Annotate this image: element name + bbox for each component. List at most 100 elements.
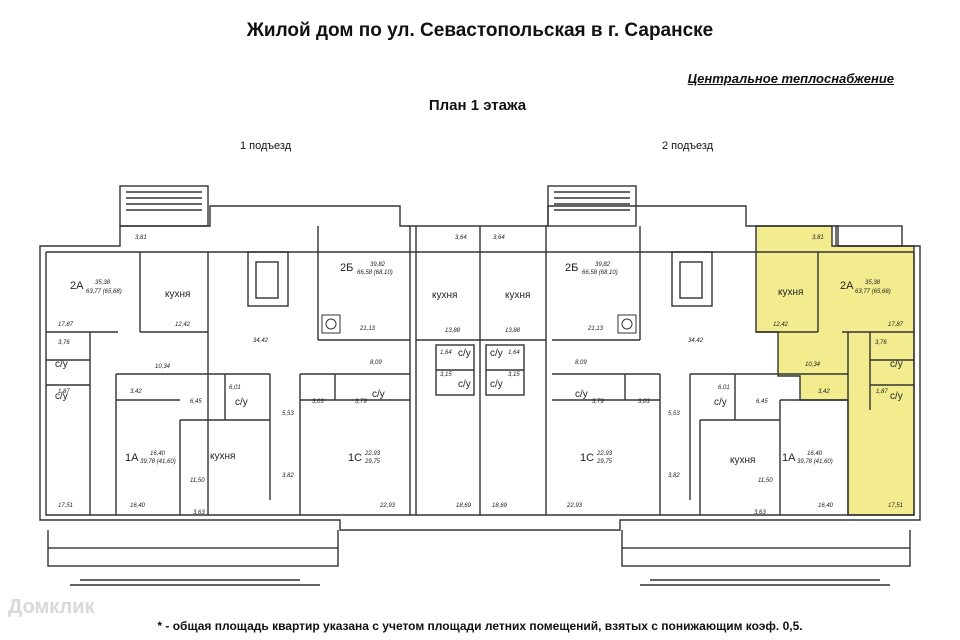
dim-label: 34,42 [253, 338, 269, 344]
living-area: 16,40 [150, 451, 166, 457]
dim-label: 8,09 [575, 360, 587, 366]
dim-label: 5,53 [282, 411, 294, 417]
total-area: 39,78 (41,60) [140, 459, 176, 465]
dim-label: 16,40 [130, 503, 146, 509]
dim-label: 1,64 [440, 350, 452, 356]
apartment-type: 2А [70, 280, 84, 292]
dim-label: 3,63 [754, 510, 766, 516]
dim-label: 6,45 [756, 399, 768, 405]
watermark-logo: Домклик [8, 596, 95, 618]
dim-label: 3,15 [508, 372, 520, 378]
dim-label: 1,87 [876, 389, 888, 395]
heating-type: Центральное теплоснабжение [687, 71, 894, 86]
room-bathroom: с/у [55, 391, 68, 402]
living-area: 22,93 [364, 451, 381, 457]
dim-label: 22,93 [379, 503, 396, 509]
total-area: 63,77 (65,68) [855, 289, 891, 295]
room-kitchen: кухня [432, 290, 457, 301]
apartment-type: 2Б [340, 262, 353, 274]
dim-label: 17,87 [58, 322, 74, 328]
total-area: 29,75 [364, 459, 381, 465]
room-bathroom: с/у [490, 379, 503, 390]
floor-plan-title: План 1 этажа [428, 97, 527, 114]
dim-label: 22,93 [566, 503, 583, 509]
dim-label: 10,34 [805, 362, 821, 368]
total-area: 39,78 (41,60) [797, 459, 833, 465]
dim-label: 1,64 [508, 350, 520, 356]
dim-label: 8,09 [370, 360, 382, 366]
apartment-type: 1А [782, 452, 796, 464]
living-area: 35,38 [865, 280, 881, 286]
room-kitchen: кухня [165, 289, 190, 300]
dim-label: 6,45 [190, 399, 202, 405]
dim-label: 6,01 [718, 385, 730, 391]
living-area: 39,82 [595, 262, 611, 268]
apartment-type: 2Б [565, 262, 578, 274]
dim-label: 18,69 [456, 503, 472, 509]
dim-label: 17,87 [888, 322, 904, 328]
dim-label: 3,03 [312, 399, 324, 405]
dim-label: 6,01 [229, 385, 241, 391]
dim-label: 3,79 [592, 399, 604, 405]
total-area: 29,75 [596, 459, 613, 465]
room-bathroom: с/у [890, 391, 903, 402]
wheelchair-icon [321, 314, 341, 334]
room-kitchen: кухня [778, 287, 803, 298]
dim-label: 3,42 [130, 389, 142, 395]
dim-label: 3,42 [818, 389, 830, 395]
dimension-labels: 3,81 3,64 3,64 3,81 17,87 12,42 21,13 13… [58, 235, 904, 516]
dim-label: 11,50 [758, 478, 773, 484]
dim-label: 11,50 [190, 478, 205, 484]
apartment-type: 2А [840, 280, 854, 292]
apartment-type: 1С [348, 452, 362, 464]
room-kitchen: кухня [210, 451, 235, 462]
dim-label: 3,81 [812, 235, 824, 241]
dim-label: 3,64 [493, 235, 505, 241]
entrance-1-label: 1 подъезд [240, 140, 292, 152]
dim-label: 10,34 [155, 364, 171, 370]
room-bathroom: с/у [458, 348, 471, 359]
total-area: 66,58 (68,10) [357, 270, 393, 276]
dim-label: 18,69 [492, 503, 508, 509]
total-area: 63,77 (65,68) [86, 289, 122, 295]
room-bathroom: с/у [55, 359, 68, 370]
dim-label: 3,82 [282, 473, 294, 479]
wheelchair-icon [617, 314, 637, 334]
room-bathroom: с/у [890, 359, 903, 370]
room-bathroom: с/у [490, 348, 503, 359]
dim-label: 13,88 [505, 328, 521, 334]
room-bathroom: с/у [714, 397, 727, 408]
dim-label: 21,13 [587, 326, 604, 332]
dim-label: 3,81 [135, 235, 147, 241]
living-area: 16,40 [807, 451, 823, 457]
dim-label: 21,13 [359, 326, 376, 332]
living-area: 39,82 [370, 262, 386, 268]
dim-label: 3,63 [193, 510, 205, 516]
page-title: Жилой дом по ул. Севастопольская в г. Са… [246, 20, 714, 41]
dim-label: 3,64 [455, 235, 467, 241]
dim-label: 13,88 [445, 328, 461, 334]
room-bathroom: с/у [235, 397, 248, 408]
apartment-type: 1С [580, 452, 594, 464]
dim-label: 3,76 [875, 340, 887, 346]
room-kitchen: кухня [730, 455, 755, 466]
living-area: 22,93 [596, 451, 613, 457]
dim-label: 12,42 [175, 322, 191, 328]
room-bathroom: с/у [575, 389, 588, 400]
dim-label: 16,40 [818, 503, 834, 509]
dim-label: 12,42 [773, 322, 789, 328]
dim-label: 3,15 [440, 372, 452, 378]
dim-label: 5,53 [668, 411, 680, 417]
walls [39, 185, 921, 586]
room-bathroom: с/у [458, 379, 471, 390]
living-area: 35,38 [95, 280, 111, 286]
room-bathroom: с/у [372, 389, 385, 400]
total-area: 66,58 (68,10) [582, 270, 618, 276]
dim-label: 3,82 [668, 473, 680, 479]
footnote: * - общая площадь квартир указана с учет… [157, 619, 803, 633]
room-kitchen: кухня [505, 290, 530, 301]
dim-label: 3,76 [58, 340, 70, 346]
entrance-2-label: 2 подъезд [662, 140, 714, 152]
apartment-type: 1А [125, 452, 139, 464]
